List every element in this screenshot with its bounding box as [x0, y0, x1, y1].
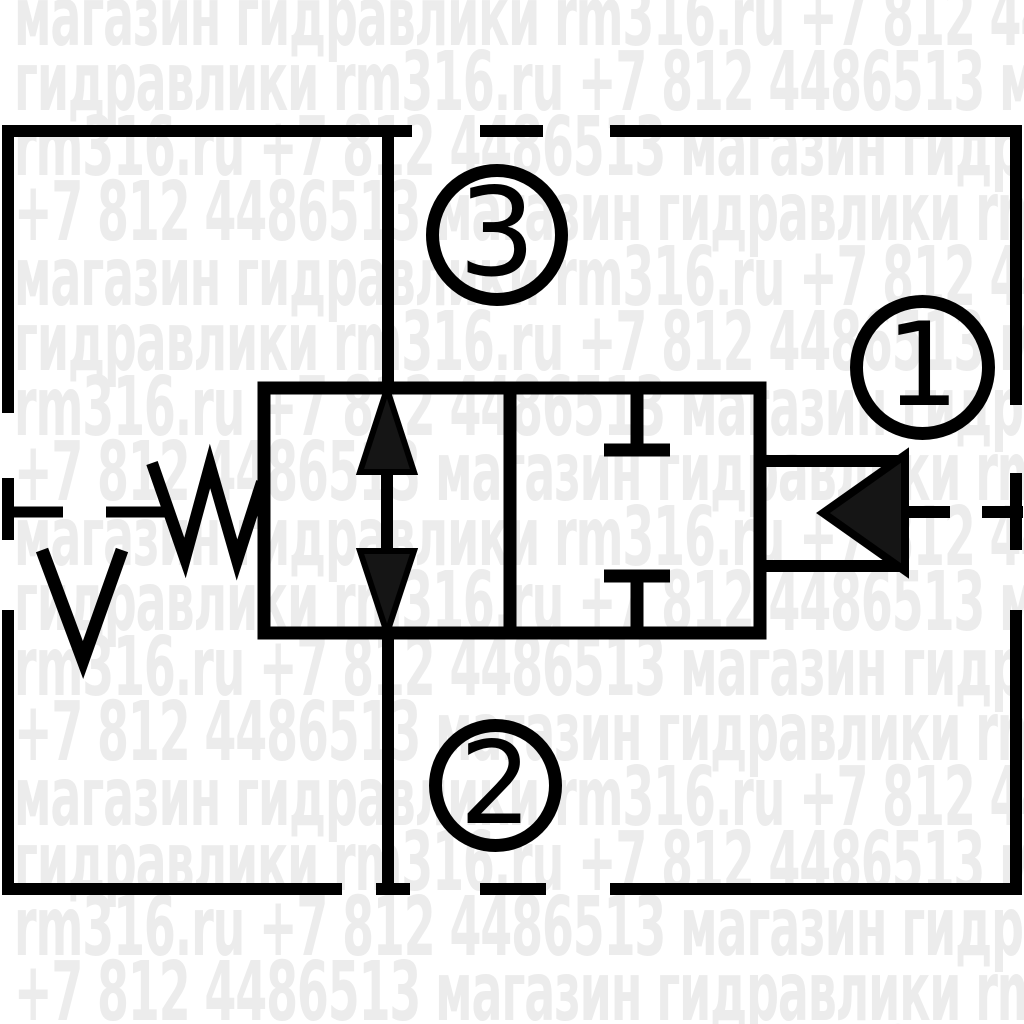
blocked-port-top-t — [604, 392, 670, 457]
watermark-row: rm316.ru +7 812 4486513 магазин гидравли… — [14, 620, 1024, 715]
pilot-actuator — [760, 447, 1023, 579]
vent-v-symbol — [35, 547, 129, 680]
port-1-number: 1 — [885, 298, 960, 433]
valve-body — [257, 381, 767, 640]
spring-zigzag — [146, 443, 268, 581]
port-2-number: 2 — [459, 717, 532, 850]
blocked-port-symbols — [604, 392, 670, 631]
watermark-row: rm316.ru +7 812 4486513 магазин гидравли… — [14, 880, 1024, 975]
vent-v-stroke — [35, 547, 129, 680]
port-1-label-circle: 1 — [850, 295, 995, 440]
blocked-port-bottom-t — [604, 569, 670, 631]
flow-arrow-head-down — [355, 548, 419, 643]
valve-position-closed-box — [503, 381, 767, 640]
watermark-row: гидравлики rm316.ru +7 812 4486513 магаз… — [14, 35, 1024, 130]
port-3-label-circle: 3 — [426, 162, 568, 306]
flow-path-arrow — [355, 379, 419, 643]
watermark-row: +7 812 4486513 магазин гидравлики rm316.… — [14, 945, 1024, 1024]
spring-icon — [2, 443, 268, 581]
port-3-number: 3 — [458, 162, 536, 304]
pilot-arrow-icon — [816, 447, 909, 579]
flow-arrow-head-up — [355, 379, 419, 475]
port-2-label-circle: 2 — [429, 717, 562, 852]
